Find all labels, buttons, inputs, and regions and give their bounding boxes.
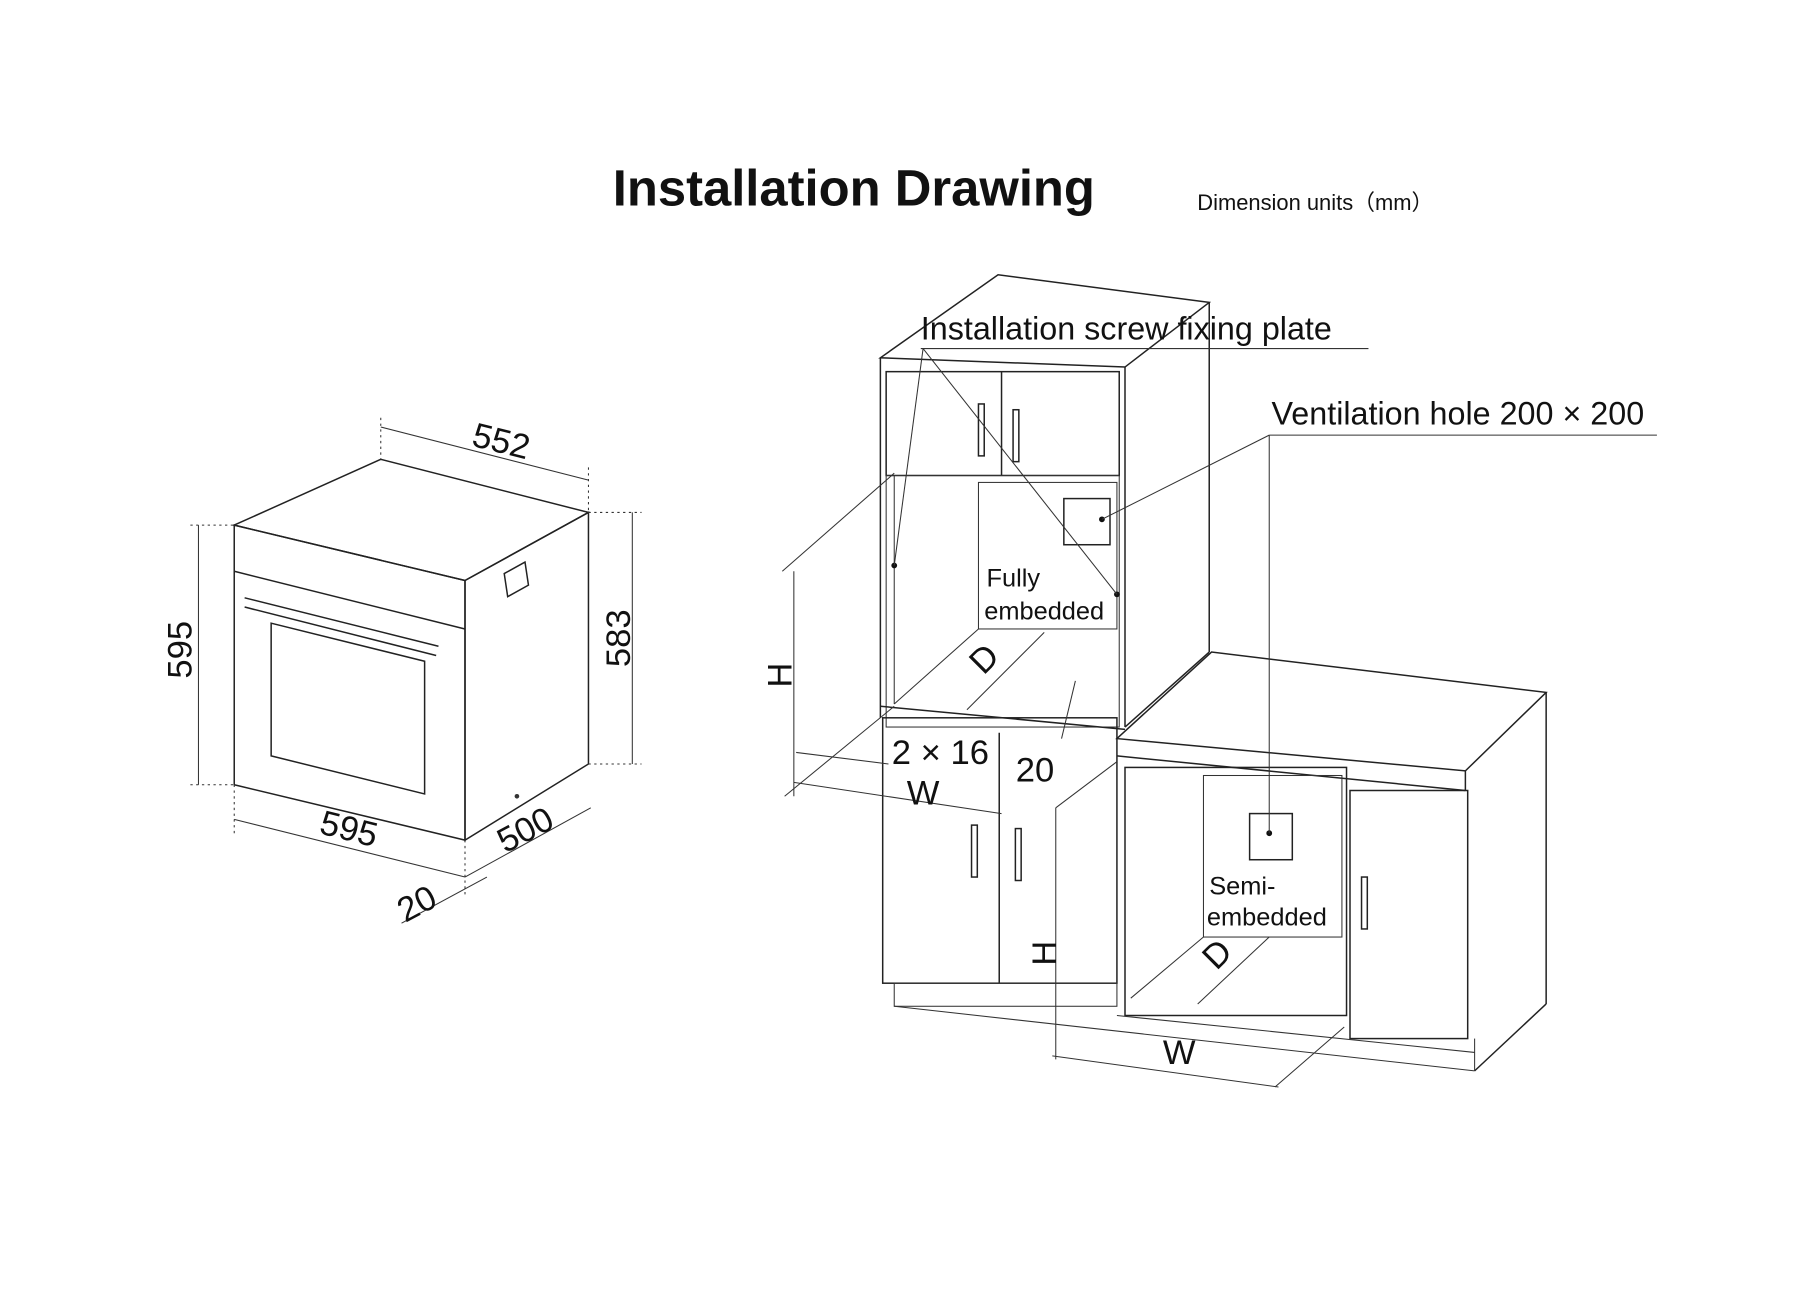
fully-gap: 2 × 16 (892, 734, 989, 772)
screw-plate-label: Installation screw fixing plate (921, 310, 1332, 346)
fully-embedded-dims: H W 2 × 16 20 D (762, 472, 1076, 815)
units-label: Dimension units（mm） (1197, 190, 1433, 215)
fully-embedded-line2: embedded (984, 598, 1104, 626)
vent-hole-upper (1063, 497, 1111, 546)
dim-552: 552 (469, 416, 534, 467)
semi-embedded-line1: Semi- (1209, 872, 1275, 900)
fully-W: W (907, 774, 940, 812)
oven-handle (244, 597, 439, 657)
semi-W: W (1163, 1034, 1196, 1072)
dim-583: 583 (600, 609, 638, 667)
vent-hole-lower (1248, 812, 1294, 861)
vent-hole-label: Ventilation hole 200 × 200 (1272, 396, 1645, 432)
callouts: Installation screw fixing plate Ventilat… (893, 310, 1657, 834)
semi-embedded-line2: embedded (1207, 903, 1327, 931)
tall-cabinet: Fully embedded (878, 273, 1212, 1007)
dim-20: 20 (391, 878, 443, 930)
semi-H: H (1026, 941, 1064, 966)
oven-drawing (231, 458, 591, 842)
title: Installation Drawing (613, 160, 1095, 217)
dim-595-height: 595 (162, 621, 200, 679)
dim-595-width: 595 (316, 804, 381, 855)
fully-20: 20 (1016, 751, 1055, 789)
dim-500: 500 (491, 800, 560, 861)
fully-H: H (762, 663, 800, 688)
fully-embedded-line1: Fully (987, 564, 1041, 592)
side-handle (503, 560, 530, 598)
fully-D: D (962, 637, 1007, 682)
counter-cabinet: Semi- embedded (894, 651, 1548, 1072)
